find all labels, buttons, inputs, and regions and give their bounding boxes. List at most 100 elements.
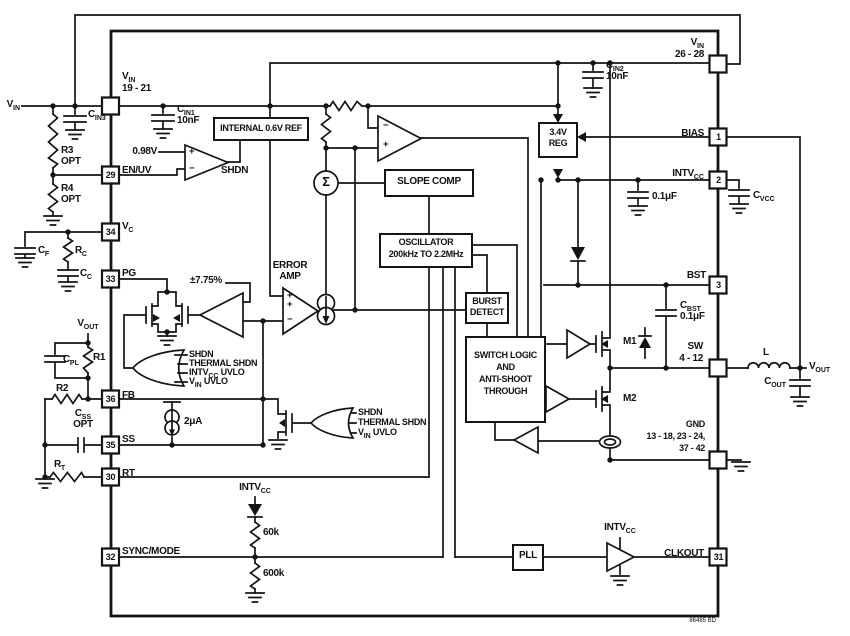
m1-body-diode xyxy=(639,337,651,348)
resistor-r1 xyxy=(84,347,93,373)
label-rt: RT xyxy=(122,468,135,479)
m1-driver xyxy=(567,330,590,358)
resistor-rc xyxy=(64,238,73,262)
label-rt-resistor: RT xyxy=(54,459,66,472)
label-or1-intvcc-uvlo: INTVCC UVLO xyxy=(189,367,245,380)
pin-number-33: 33 xyxy=(105,274,116,284)
label-switch-logic-3: ANTI-SHOOT xyxy=(479,374,532,384)
label-2ua: 2μA xyxy=(184,416,203,427)
label-cin3: CIN3 xyxy=(88,109,106,122)
label-pin-vin-left: VIN xyxy=(122,71,136,84)
pll-block xyxy=(513,545,543,570)
label-sw-range: 4 - 12 xyxy=(679,353,703,364)
pin-vc-34 xyxy=(102,224,119,241)
label-css: CSS xyxy=(74,408,92,421)
resistor-vert-top xyxy=(322,114,331,142)
label-fb: FB xyxy=(122,390,135,401)
pin-gnd xyxy=(710,452,727,469)
pin-number-31: 31 xyxy=(713,552,724,562)
label-vin-external: VIN xyxy=(6,99,20,112)
label-vout-right: VOUT xyxy=(809,361,831,374)
m2-driver xyxy=(546,386,569,412)
label-cin1-value: 10nF xyxy=(177,115,200,126)
label-watermark: 86485 BD xyxy=(689,618,716,624)
junction-dots xyxy=(42,60,803,560)
pin-number-36: 36 xyxy=(105,394,116,404)
label-r3-opt: OPT xyxy=(61,156,81,167)
label-m1: M1 xyxy=(623,336,637,347)
pin-number-32: 32 xyxy=(105,552,116,562)
resistor-series-top xyxy=(330,102,362,111)
label-pin-vin-left-range: 19 - 21 xyxy=(122,83,152,94)
pin-vin-26-28 xyxy=(710,56,727,73)
label-or1-vin-uvlo: VIN UVLO xyxy=(189,376,228,389)
slope-comp-block xyxy=(385,170,473,196)
label-600k: 600k xyxy=(263,568,285,579)
label-pin-vin-right-range: 26 - 28 xyxy=(674,49,704,60)
label-m2: M2 xyxy=(623,393,637,404)
enable-comp-plus: + xyxy=(189,146,195,157)
label-60k: 60k xyxy=(263,527,279,538)
pin-squares xyxy=(102,56,727,566)
label-css-opt: OPT xyxy=(73,419,93,430)
label-ss: SS xyxy=(122,434,135,445)
pin-number-3: 3 xyxy=(716,280,721,290)
clkout-buffer xyxy=(607,543,634,571)
label-tolerance: ±7.75% xyxy=(189,275,222,286)
pin-en-uv-29 xyxy=(102,167,119,184)
pin-ss-35 xyxy=(102,437,119,454)
label-cf: CF xyxy=(38,245,50,258)
pin-number-1: 1 xyxy=(716,132,721,142)
pin-number-2: 2 xyxy=(716,175,721,185)
resistor-rt xyxy=(50,473,84,482)
label-cin1: CIN1 xyxy=(177,104,195,117)
or-gate-fault xyxy=(133,350,184,386)
label-or2-shdn: SHDN xyxy=(358,407,383,417)
label-pg: PG xyxy=(122,268,136,279)
pin-pg-33 xyxy=(102,271,119,288)
pg-comparator xyxy=(200,293,243,337)
pin-bias-1 xyxy=(710,129,727,146)
label-vout-left: VOUT xyxy=(77,318,99,331)
resistors xyxy=(49,102,363,590)
pwm-comparator xyxy=(378,116,421,161)
pin-bst-3 xyxy=(710,277,727,294)
pin-sw-4-12 xyxy=(710,360,727,377)
label-r4: R4 xyxy=(61,183,74,194)
label-r4-opt: OPT xyxy=(61,194,81,205)
label-gnd-range-2: 37 - 42 xyxy=(679,443,705,453)
label-intvcc-pin: INTVCC xyxy=(672,168,704,181)
label-0v98: 0.98V xyxy=(132,146,157,157)
internal-ref-block xyxy=(214,118,308,140)
pin-fb-36 xyxy=(102,391,119,408)
resistor-r3 xyxy=(49,114,58,168)
label-gnd-range-1: 13 - 18, 23 - 24, xyxy=(646,431,706,441)
label-or1-thermal: THERMAL SHDN xyxy=(189,358,258,368)
sense-amp xyxy=(514,427,538,453)
label-pin-vin-right: VIN xyxy=(690,37,704,50)
label-oscillator-range: 200kHz TO 2.2MHz xyxy=(388,249,464,259)
label-vc: VC xyxy=(122,221,134,234)
label-internal-ref: INTERNAL 0.6V REF xyxy=(220,123,302,133)
label-cin2: CIN2 xyxy=(606,60,624,73)
resistor-r4 xyxy=(49,184,58,212)
enable-comp-minus: − xyxy=(189,163,195,174)
label-gnd: GND xyxy=(685,419,705,429)
label-burst: BURST xyxy=(472,296,502,306)
label-r1: R1 xyxy=(93,352,106,363)
resistor-r2 xyxy=(52,395,82,404)
label-intvcc-divider: INTVCC xyxy=(239,482,271,495)
bootstrap-diode xyxy=(571,247,585,260)
pwm-comp-minus: − xyxy=(383,120,389,131)
label-sync-mode: SYNC/MODE xyxy=(122,546,180,557)
label-shdn-out: SHDN xyxy=(221,165,249,176)
label-oscillator: OSCILLATOR xyxy=(398,237,454,247)
resistor-600k xyxy=(251,563,260,589)
pin-vin-19-21 xyxy=(102,98,119,115)
switch-logic-block xyxy=(466,337,545,422)
pin-clkout-31 xyxy=(710,549,727,566)
label-reg-3v4: 3.4V xyxy=(549,127,567,137)
label-r3: R3 xyxy=(61,145,74,156)
